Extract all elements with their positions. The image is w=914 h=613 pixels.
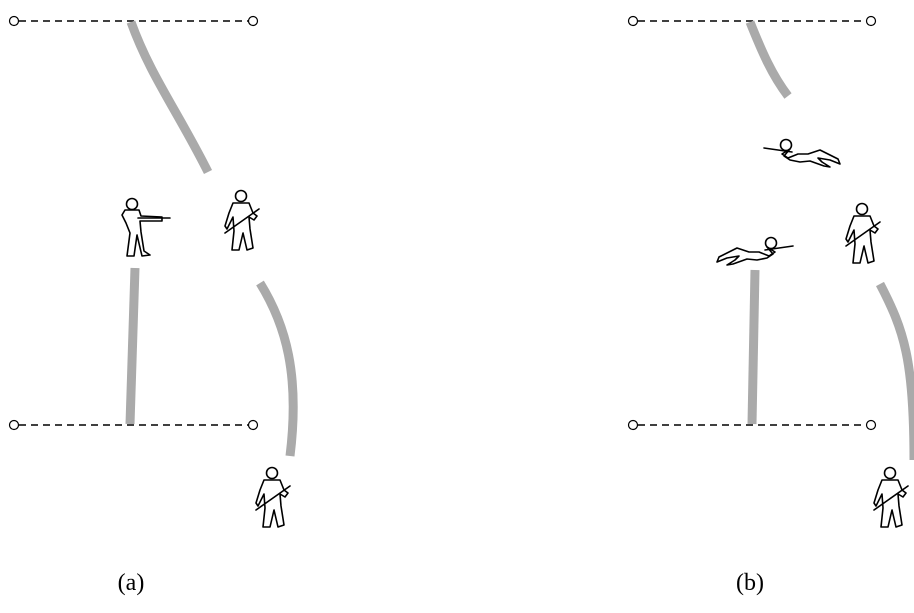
panel-caption: (a) [118,570,145,596]
soldier-ready-icon [255,466,291,528]
soldier-ready-icon [845,202,881,264]
phase-line-end-marker [865,15,877,27]
route-segment [745,20,792,99]
soldier-aiming-standing-icon [121,197,171,257]
route-segment [747,269,760,425]
phase-line-start-marker [8,15,20,27]
panel-a: (a) [8,15,298,596]
route-segment [876,281,914,461]
route-segment [125,267,140,425]
phase-line-start-marker [627,419,639,431]
phase-line-top [8,15,259,27]
phase-line-end-marker [247,419,259,431]
route-segment [126,20,213,175]
phase-line-top [627,15,877,27]
soldier-prone-icon [763,138,841,168]
phase-line-start-marker [627,15,639,27]
soldier-ready-icon [873,466,909,528]
phase-line-end-marker [865,419,877,431]
phase-line-bottom [627,419,877,431]
route-segment [256,280,298,457]
soldier-ready-icon [224,189,260,251]
panel-b: (b) [627,15,914,596]
phase-line-bottom [8,419,259,431]
phase-line-end-marker [247,15,259,27]
phase-line-start-marker [8,419,20,431]
soldier-prone-icon [717,238,793,266]
panel-caption: (b) [736,570,764,596]
